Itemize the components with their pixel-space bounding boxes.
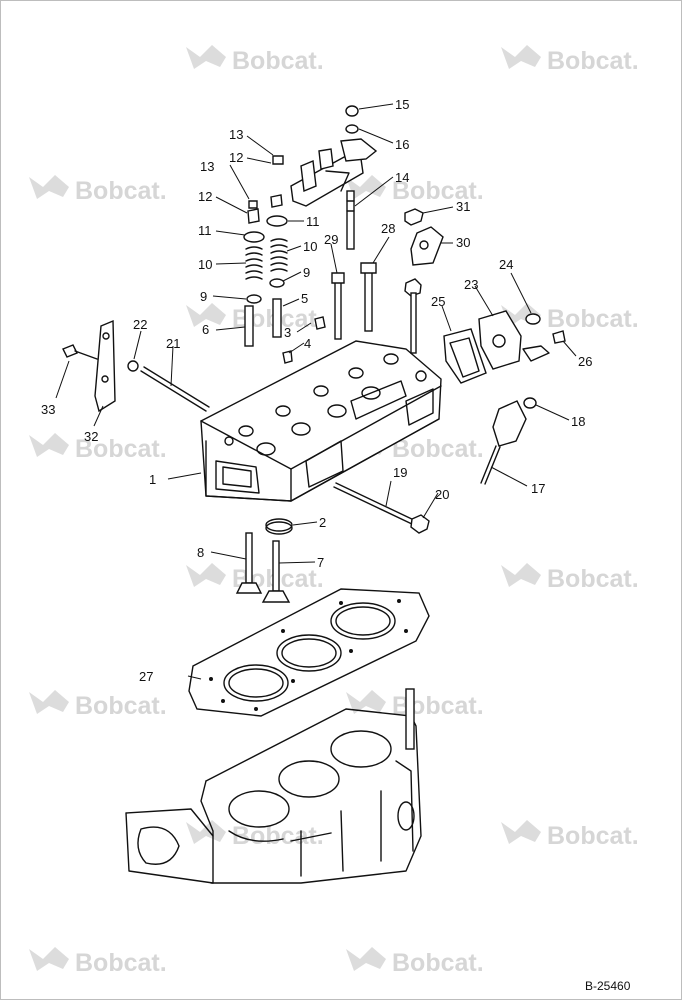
callout-10: 10 (198, 257, 212, 272)
bobcat-logo-icon (501, 820, 541, 844)
watermark-text: Bobcat. (392, 949, 484, 977)
callout-23: 23 (464, 277, 478, 292)
figure-id: B-25460 (585, 979, 631, 993)
watermark: Bobcat. (501, 303, 639, 333)
watermark-text: Bobcat. (547, 822, 639, 850)
callout-4: 4 (304, 336, 311, 351)
callout-12: 12 (198, 189, 212, 204)
callout-26: 26 (578, 354, 592, 369)
watermark-text: Bobcat. (392, 435, 484, 463)
callout-11: 11 (198, 223, 212, 238)
watermark: Bobcat. (29, 175, 167, 205)
callout-30: 30 (456, 235, 470, 250)
watermark: Bobcat. (29, 690, 167, 720)
leader-lines (55, 103, 577, 680)
callout-32: 32 (84, 429, 98, 444)
watermark: Bobcat. (501, 45, 639, 75)
bobcat-logo-icon (501, 45, 541, 69)
callout-22: 22 (133, 317, 147, 332)
callout-5: 5 (301, 291, 308, 306)
bobcat-logo-icon (186, 563, 226, 587)
watermark-text: Bobcat. (75, 177, 167, 205)
callout-25: 25 (431, 294, 445, 309)
callout-14: 14 (395, 170, 409, 185)
watermark: Bobcat. (29, 947, 167, 977)
callout-13: 13 (229, 127, 243, 142)
watermark-text: Bobcat. (547, 565, 639, 593)
cylinder-head (200, 340, 442, 502)
callout-9: 9 (200, 289, 207, 304)
callout-7: 7 (317, 555, 324, 570)
callout-27: 27 (139, 669, 153, 684)
bobcat-logo-icon (346, 947, 386, 971)
watermark: Bobcat. (346, 947, 484, 977)
watermark-text: Bobcat. (232, 47, 324, 75)
bobcat-logo-icon (346, 175, 386, 199)
head-gasket (188, 588, 430, 717)
studs-bolts (62, 190, 430, 534)
watermark: Bobcat. (346, 690, 484, 720)
bobcat-logo-icon (29, 175, 69, 199)
valve-springs (243, 155, 288, 304)
callout-10: 10 (303, 239, 317, 254)
callout-29: 29 (324, 232, 338, 247)
callout-2: 2 (319, 515, 326, 530)
bobcat-logo-icon (186, 303, 226, 327)
callout-18: 18 (571, 414, 585, 429)
bobcat-logo-icon (346, 690, 386, 714)
engine-block (125, 688, 422, 884)
valves (235, 518, 293, 603)
bobcat-logo-icon (186, 45, 226, 69)
watermark-text: Bobcat. (547, 47, 639, 75)
watermark: Bobcat. (186, 820, 324, 850)
callout-8: 8 (197, 545, 204, 560)
callout-33: 33 (41, 402, 55, 417)
bobcat-logo-icon (29, 433, 69, 457)
callout-28: 28 (381, 221, 395, 236)
callout-3: 3 (284, 325, 291, 340)
watermark-text: Bobcat. (392, 177, 484, 205)
callout-1: 1 (149, 472, 156, 487)
callout-9: 9 (303, 265, 310, 280)
callout-20: 20 (435, 487, 449, 502)
callout-21: 21 (166, 336, 180, 351)
callout-19: 19 (393, 465, 407, 480)
rocker-assembly (290, 105, 378, 207)
callout-16: 16 (395, 137, 409, 152)
watermark-text: Bobcat. (75, 692, 167, 720)
watermark: Bobcat. (29, 433, 167, 463)
callout-17: 17 (531, 481, 545, 496)
watermark-text: Bobcat. (75, 949, 167, 977)
callout-labels: 1234567899101011111212131314151617181920… (41, 97, 592, 684)
bobcat-logo-icon (29, 947, 69, 971)
callout-6: 6 (202, 322, 209, 337)
side-parts (404, 208, 566, 485)
callout-11: 11 (306, 214, 320, 229)
watermark: Bobcat. (186, 45, 324, 75)
watermark-text: Bobcat. (75, 435, 167, 463)
watermark-text: Bobcat. (232, 822, 324, 850)
callout-31: 31 (456, 199, 470, 214)
watermark: Bobcat. (501, 820, 639, 850)
watermark-text: Bobcat. (547, 305, 639, 333)
watermark: Bobcat. (501, 563, 639, 593)
callout-24: 24 (499, 257, 513, 272)
watermark: Bobcat. (346, 175, 484, 205)
bobcat-logo-icon (186, 820, 226, 844)
callout-15: 15 (395, 97, 409, 112)
bobcat-logo-icon (29, 690, 69, 714)
callout-12: 12 (229, 150, 243, 165)
callout-13: 13 (200, 159, 214, 174)
bobcat-logo-icon (501, 563, 541, 587)
